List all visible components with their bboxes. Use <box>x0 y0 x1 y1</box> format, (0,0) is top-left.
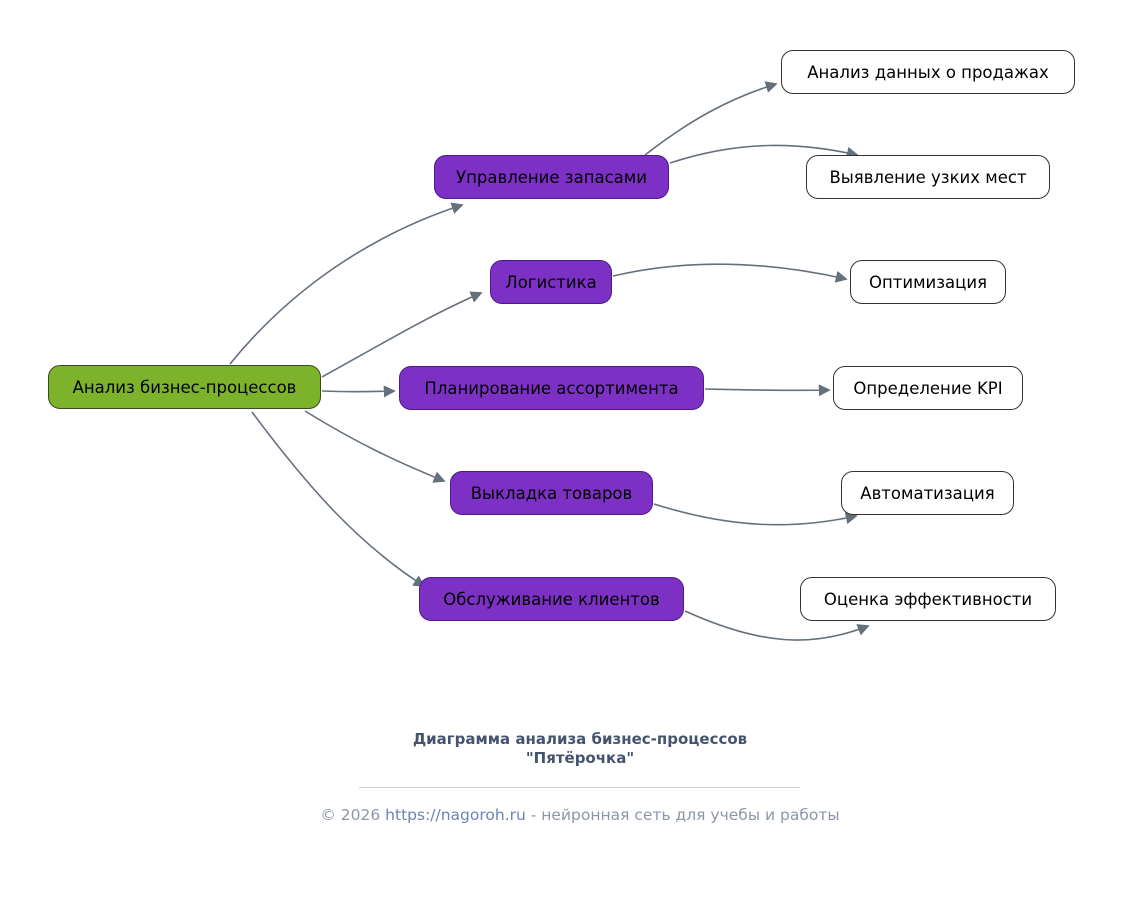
edge-root-customer-service <box>251 411 426 587</box>
diagram-caption-line2: "Пятёрочка" <box>525 749 635 767</box>
diagram-caption: Диаграмма анализа бизнес-процессов "Пятё… <box>160 730 1000 768</box>
node-efficiency-evaluation: Оценка эффективности <box>800 577 1056 621</box>
footer-divider <box>359 787 800 788</box>
edge-root-assortment <box>321 385 396 398</box>
node-bottleneck-identification: Выявление узких мест <box>806 155 1050 199</box>
edge-root-inventory <box>229 202 464 365</box>
edge-root-logistics <box>321 291 483 378</box>
edge-logistics-optimization <box>612 263 848 283</box>
copyright-suffix: - нейронная сеть для учебы и работы <box>525 806 840 824</box>
copyright-prefix: © 2026 <box>320 806 386 824</box>
node-logistics: Логистика <box>490 260 612 304</box>
edge-inventory-sales-analysis <box>644 81 778 156</box>
node-root-business-process-analysis: Анализ бизнес-процессов <box>48 365 321 409</box>
node-assortment-planning: Планирование ассортимента <box>399 366 704 410</box>
node-merchandising: Выкладка товаров <box>450 471 653 515</box>
copyright-site-link[interactable]: https://nagoroh.ru <box>385 806 526 824</box>
node-kpi-definition: Определение KPI <box>833 366 1023 410</box>
edge-assortment-kpi <box>704 384 831 397</box>
edge-merchandising-automation <box>653 503 858 526</box>
diagram-caption-line1: Диаграмма анализа бизнес-процессов <box>412 730 748 748</box>
footer-copyright: © 2026 https://nagoroh.ru - нейронная се… <box>160 806 1000 824</box>
node-sales-data-analysis: Анализ данных о продажах <box>781 50 1075 94</box>
node-customer-service: Обслуживание клиентов <box>419 577 684 621</box>
edge-root-merchandising <box>304 410 446 483</box>
node-inventory-management: Управление запасами <box>434 155 669 199</box>
node-optimization: Оптимизация <box>850 260 1006 304</box>
node-automation: Автоматизация <box>841 471 1014 515</box>
